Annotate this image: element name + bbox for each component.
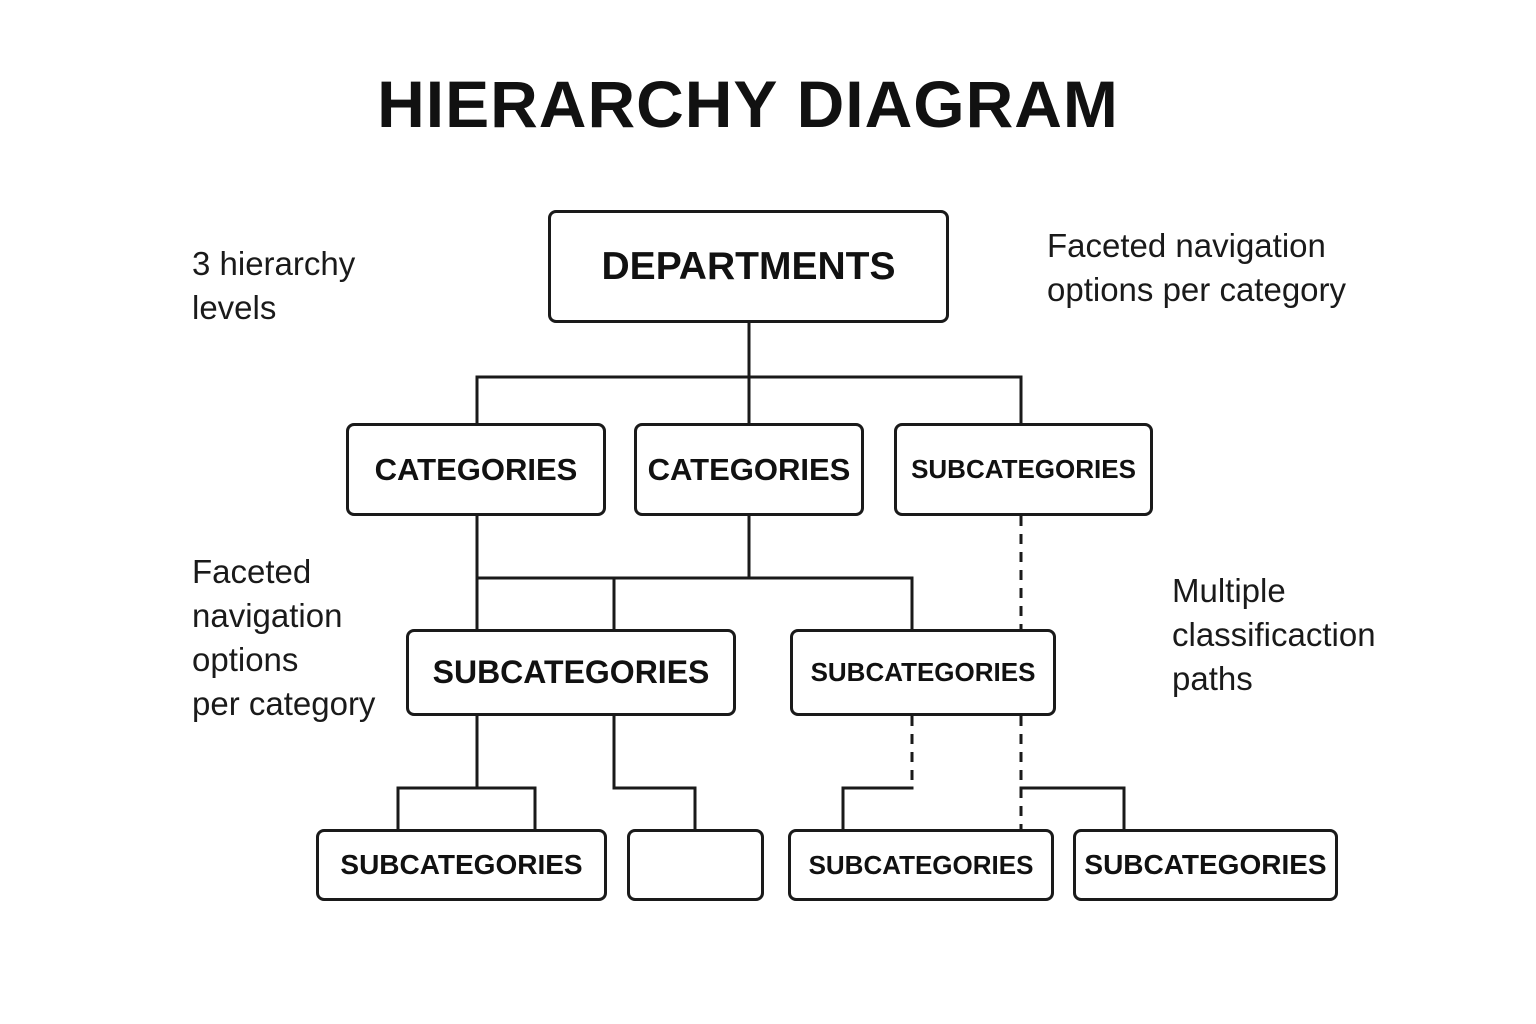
node-subcategories-level2-right: SUBCATEGORIES bbox=[790, 629, 1056, 716]
connector-left-subcategory-children bbox=[396, 714, 697, 831]
node-subcategories-level3-4: SUBCATEGORIES bbox=[1073, 829, 1338, 901]
note-line: levels bbox=[192, 289, 277, 326]
node-empty-level3 bbox=[627, 829, 764, 901]
note-line: options bbox=[192, 641, 299, 678]
note-line: Faceted bbox=[192, 553, 312, 590]
note-line: classificaction bbox=[1172, 616, 1376, 653]
note-line: Faceted navigation bbox=[1047, 227, 1326, 264]
note-line: per category bbox=[192, 685, 376, 722]
note-faceted-navigation-left: Faceted navigation options per category bbox=[192, 550, 375, 726]
note-line: paths bbox=[1172, 660, 1253, 697]
connector-categories-to-subcategories bbox=[475, 514, 914, 631]
node-subcategories-level2-left: SUBCATEGORIES bbox=[406, 629, 736, 716]
diagram-title: HIERARCHY DIAGRAM bbox=[377, 67, 1119, 141]
note-line: Multiple bbox=[1172, 572, 1286, 609]
connector-right-branch-child bbox=[1019, 786, 1126, 831]
note-hierarchy-levels: 3 hierarchy levels bbox=[192, 242, 355, 330]
note-faceted-navigation-top: Faceted navigation options per category bbox=[1047, 224, 1346, 312]
note-multiple-classification-paths: Multiple classificaction paths bbox=[1172, 569, 1376, 701]
connector-root-to-level1 bbox=[475, 321, 1023, 425]
node-subcategories-level3-1: SUBCATEGORIES bbox=[316, 829, 607, 901]
note-line: navigation bbox=[192, 597, 343, 634]
node-categories-1: CATEGORIES bbox=[346, 423, 606, 516]
connector-mid-subcategory-child bbox=[841, 786, 914, 831]
note-line: options per category bbox=[1047, 271, 1347, 308]
node-categories-2: CATEGORIES bbox=[634, 423, 864, 516]
node-subcategories-level3-3: SUBCATEGORIES bbox=[788, 829, 1054, 901]
note-line: 3 hierarchy bbox=[192, 245, 356, 282]
node-subcategories-level1: SUBCATEGORIES bbox=[894, 423, 1153, 516]
node-departments: DEPARTMENTS bbox=[548, 210, 949, 323]
